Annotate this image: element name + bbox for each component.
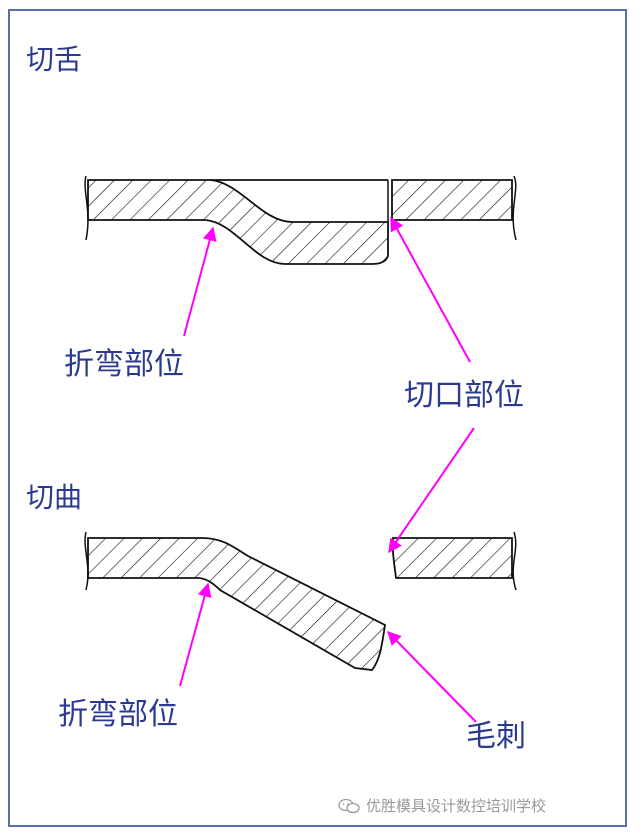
watermark-text: 优胜模具设计数控培训学校: [366, 797, 547, 815]
label-bend-area-bottom: 折弯部位: [58, 697, 178, 732]
break-line-left-bottom: [84, 531, 89, 591]
cut-bend-section: [84, 531, 517, 671]
arrow-bend-top: [183, 226, 217, 337]
arrow-bend-bottom: [179, 582, 212, 687]
cut-tongue-section: [84, 175, 517, 265]
annotation-arrows: [179, 216, 477, 723]
label-cut-tongue: 切舌: [26, 43, 83, 76]
right-sheet-bottom: [391, 537, 513, 579]
arrow-burr: [387, 630, 477, 723]
break-line-right-top: [512, 175, 517, 241]
label-cut-area: 切口部位: [404, 378, 524, 413]
arrow-cut-top: [390, 216, 471, 363]
label-cut-bend: 切曲: [26, 481, 83, 514]
bent-flange: [87, 537, 386, 671]
figure-frame: [8, 9, 627, 827]
arrow-cut-bottom: [388, 427, 475, 554]
watermark: 优胜模具设计数控培训学校: [338, 795, 546, 816]
wechat-icon: [338, 798, 360, 813]
right-sheet-top: [391, 179, 513, 221]
label-burr: 毛刺: [466, 719, 526, 754]
break-line-left-top: [84, 175, 89, 241]
label-bend-area-top: 折弯部位: [64, 347, 184, 382]
bent-tongue: [87, 179, 389, 265]
break-line-right-bottom: [512, 531, 517, 591]
